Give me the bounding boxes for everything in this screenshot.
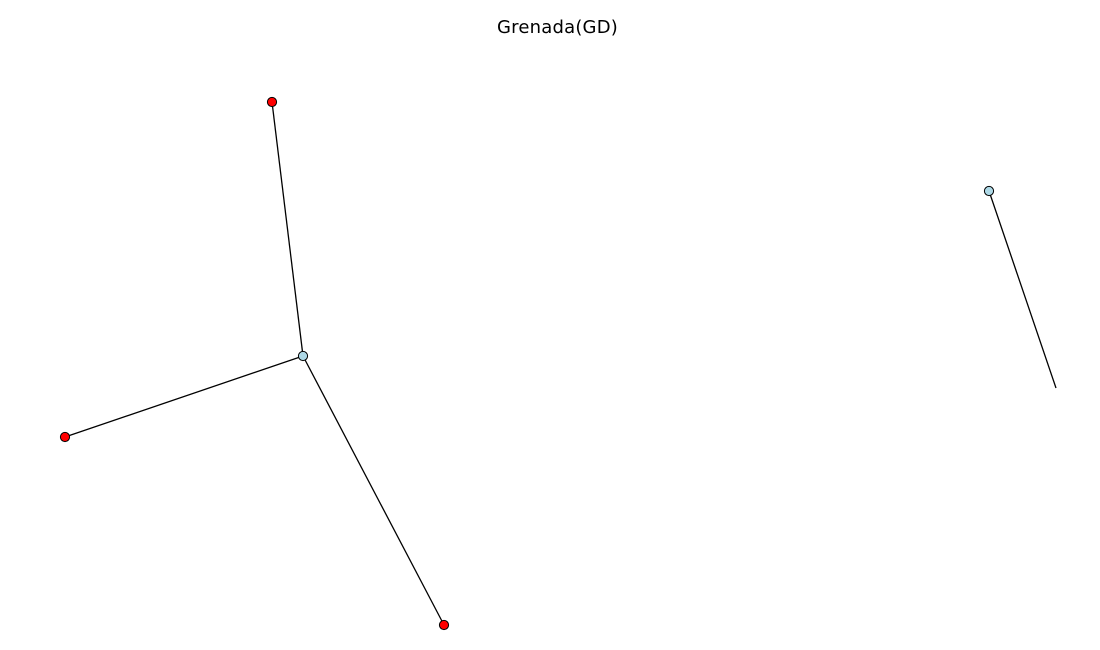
node-hub xyxy=(297,350,309,362)
edge-hub-left xyxy=(64,355,304,438)
node-top xyxy=(266,96,278,108)
edges-layer xyxy=(64,101,1057,626)
node-left xyxy=(59,431,71,443)
edge-hub-bottom xyxy=(302,355,445,626)
nodes-layer xyxy=(59,96,995,631)
figure-title: Grenada(GD) xyxy=(497,17,618,38)
node-bottom xyxy=(438,619,450,631)
node-right xyxy=(983,185,995,197)
edge-right-open xyxy=(988,190,1057,389)
edge-hub-top xyxy=(271,101,304,357)
